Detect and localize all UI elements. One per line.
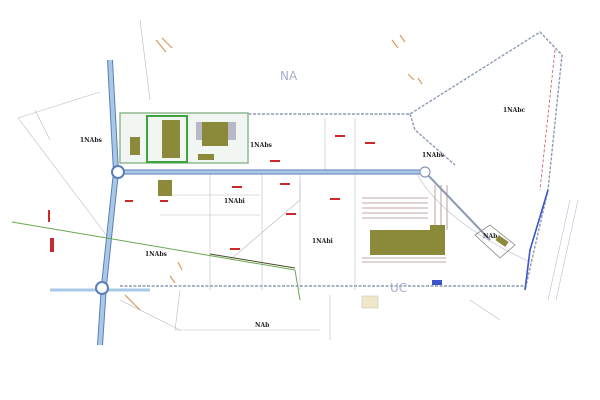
zone-label-1nabc: 1NAbc	[503, 107, 526, 114]
power-line-dark	[209, 253, 296, 269]
east-road	[547, 199, 579, 301]
zone-label-1nabs: 1NAbs	[250, 142, 273, 149]
power-line	[11, 221, 301, 301]
building	[198, 154, 214, 160]
zone-label-na: NA	[280, 69, 298, 83]
zone-label-nab: NAb	[483, 233, 497, 240]
east-channel	[524, 189, 549, 291]
existing-buildings	[124, 34, 423, 311]
zone-label-uc: UC	[390, 281, 407, 295]
roundabout-south	[95, 281, 109, 295]
main-roads	[50, 59, 491, 346]
building	[162, 120, 180, 158]
commercial-block	[361, 185, 516, 309]
zone-label-1nabs: 1NAbs	[145, 251, 168, 258]
parcel-lines	[17, 19, 531, 340]
roundabout-east	[419, 166, 431, 178]
building	[130, 137, 140, 155]
zone-label-1nabs: 1NAbs	[422, 152, 445, 159]
green-plot	[146, 115, 188, 163]
zone-label-1nabs: 1NAbs	[80, 137, 103, 144]
zone-boundary	[120, 31, 563, 291]
zone-label-1nabi: 1NAbi	[312, 238, 334, 245]
roundabout-north	[111, 165, 125, 179]
building	[495, 235, 509, 247]
red-annotations	[48, 135, 375, 252]
east-boundary-red	[539, 49, 556, 191]
building	[158, 180, 172, 196]
building	[202, 122, 228, 146]
basin	[432, 280, 442, 285]
industrial-block	[119, 112, 249, 196]
large-building	[370, 225, 445, 255]
zone-label-nab: NAb	[255, 322, 269, 329]
zone-label-1nabi: 1NAbi	[224, 198, 246, 205]
